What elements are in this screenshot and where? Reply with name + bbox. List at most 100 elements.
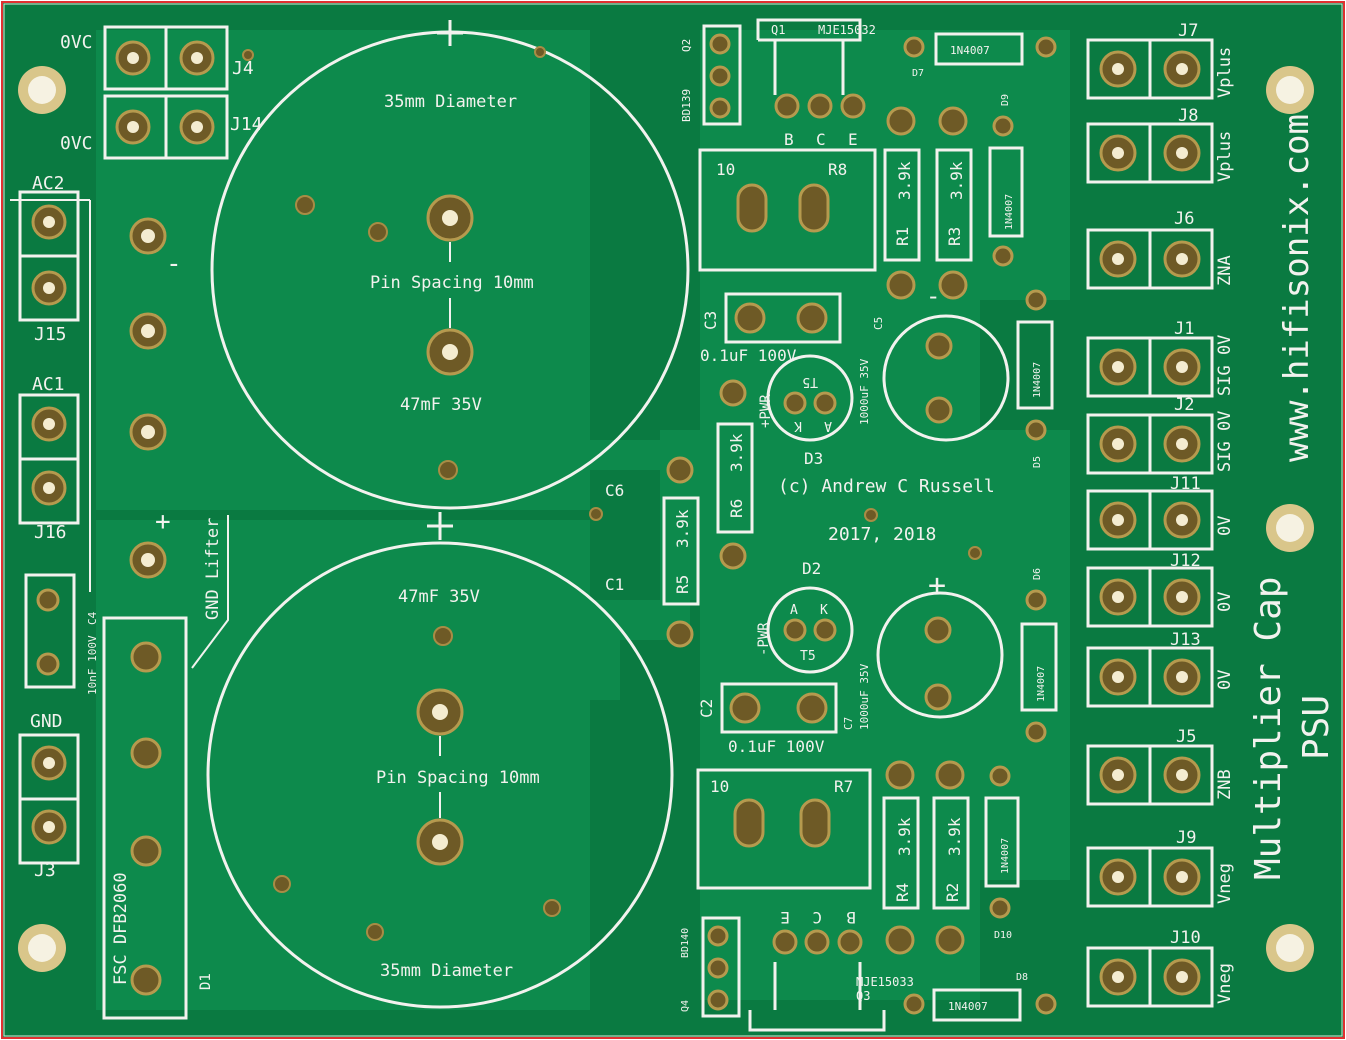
label-k-bottom: K	[820, 603, 828, 618]
label-d10: D10	[994, 930, 1012, 941]
label-pwr-plus: +PWR	[758, 394, 774, 428]
label-r4-value: 3.9k	[895, 817, 914, 856]
copyright-text: (c) Andrew C Russell	[778, 476, 995, 497]
pad-hole	[1176, 438, 1188, 450]
lower-circuit	[696, 586, 1058, 1032]
label-j14: J14	[230, 114, 263, 135]
pad-hole	[1112, 438, 1124, 450]
left-connectors	[10, 25, 229, 1020]
label-c-top: C	[816, 130, 826, 149]
pad-hole	[1112, 361, 1124, 373]
label-c3-value: 0.1uF 100V	[700, 346, 797, 365]
label-q2-type: BD139	[680, 89, 693, 122]
label-t5-bottom: T5	[800, 649, 816, 664]
site-url: www.hifisonix.com	[1277, 114, 1317, 462]
label-c5: C5	[872, 317, 885, 330]
label-e-top: E	[848, 130, 858, 149]
label-r1: R1	[893, 227, 912, 246]
label-gnd: GND	[30, 711, 63, 732]
pad-hole	[1176, 671, 1188, 683]
label-gnd-lifter: GND Lifter	[203, 518, 223, 620]
label-c2: C2	[697, 699, 716, 718]
right-connectors	[1086, 38, 1214, 1008]
label-diode-d8: 1N4007	[948, 1000, 988, 1013]
label-r2-value: 3.9k	[945, 817, 964, 856]
label-ac2: AC2	[32, 173, 65, 194]
label-diode-d7: 1N4007	[950, 44, 990, 57]
label-c4: C4	[86, 611, 99, 625]
label-cap-top-diameter: 35mm Diameter	[384, 92, 517, 112]
label-sig0v-2: SIG 0V	[1215, 411, 1235, 472]
pad-hole	[1176, 361, 1188, 373]
label-c4-value: 10nF 100V	[86, 635, 99, 695]
pad-hole	[1176, 769, 1188, 781]
label-d7: D7	[912, 68, 924, 79]
pad-hole	[1112, 671, 1124, 683]
label-bridge: FSC DFB2060	[111, 872, 131, 985]
label-j15: J15	[34, 324, 67, 345]
copper-pours	[96, 30, 1070, 1010]
label-r7: R7	[834, 777, 853, 796]
label-j8: J8	[1178, 106, 1198, 126]
pad-hole	[1176, 514, 1188, 526]
label-a-bottom: A	[790, 603, 798, 618]
board-title: Multiplier Cap	[1248, 577, 1289, 880]
label-j5: J5	[1176, 727, 1196, 747]
label-diode-d5: 1N4007	[1032, 362, 1043, 398]
label-b-top: B	[784, 130, 794, 149]
label-j7: J7	[1178, 21, 1198, 41]
label-d9: D9	[1000, 94, 1011, 106]
label-d8: D8	[1016, 972, 1028, 983]
label-d5: D5	[1032, 456, 1043, 468]
label-c1: C1	[605, 575, 624, 594]
label-ovc-1: 0VC	[60, 32, 93, 53]
label-diode-d9: 1N4007	[1004, 194, 1015, 230]
label-d6: D6	[1032, 568, 1043, 580]
label-r6: R6	[727, 499, 746, 518]
label-vplus-1: Vplus	[1215, 47, 1235, 98]
label-j12: J12	[1170, 551, 1201, 571]
label-q4: Q4	[680, 1000, 691, 1012]
label-e-bottom: E	[780, 908, 790, 927]
label-j4: J4	[232, 58, 254, 79]
pad-hole	[1176, 147, 1188, 159]
pad-hole	[1176, 971, 1188, 983]
pad-hole	[1112, 147, 1124, 159]
pad-hole	[1176, 591, 1188, 603]
label-j9: J9	[1176, 828, 1196, 848]
label-j16: J16	[34, 522, 67, 543]
label-r1-value: 3.9k	[895, 161, 914, 200]
pad-hole	[1112, 253, 1124, 265]
label-c-bottom: C	[812, 908, 822, 927]
big-capacitor-bottom	[206, 512, 674, 1009]
label-d1: D1	[198, 973, 214, 990]
label-c7: C7	[842, 717, 855, 730]
pad-hole	[1112, 591, 1124, 603]
label-znb: ZNB	[1215, 769, 1235, 800]
label-c5-minus: -	[926, 282, 940, 310]
label-zna: ZNA	[1215, 255, 1235, 286]
label-vneg-2: Vneg	[1215, 963, 1235, 1004]
label-r2: R2	[943, 883, 962, 902]
silkscreen-text: www.hifisonix.com Multiplier Cap PSU (c)…	[30, 21, 1337, 1013]
label-c5-value: 1000uF 35V	[858, 358, 871, 425]
label-c2-value: 0.1uF 100V	[728, 737, 825, 756]
label-r8: R8	[828, 160, 847, 179]
pad-hole	[1112, 769, 1124, 781]
label-j6: J6	[1174, 209, 1194, 229]
label-0v-3: 0V	[1215, 670, 1235, 690]
label-diode-d6: 1N4007	[1036, 666, 1047, 702]
label-cap-top-value: 47mF 35V	[400, 395, 482, 415]
label-a-top: A	[824, 418, 832, 433]
label-q3-type: MJE15033	[856, 975, 914, 989]
label-ac1: AC1	[32, 374, 65, 395]
copyright-years: 2017, 2018	[828, 524, 936, 545]
label-r3-value: 3.9k	[947, 161, 966, 200]
label-0v-1: 0V	[1215, 516, 1235, 536]
label-ovc-2: 0VC	[60, 133, 93, 154]
label-vplus-2: Vplus	[1215, 131, 1235, 182]
mounting-holes	[18, 66, 1314, 972]
label-cap-top-spacing: Pin Spacing 10mm	[370, 273, 534, 293]
label-r6-value: 3.9k	[727, 433, 746, 472]
label-b-bottom: B	[846, 908, 856, 927]
